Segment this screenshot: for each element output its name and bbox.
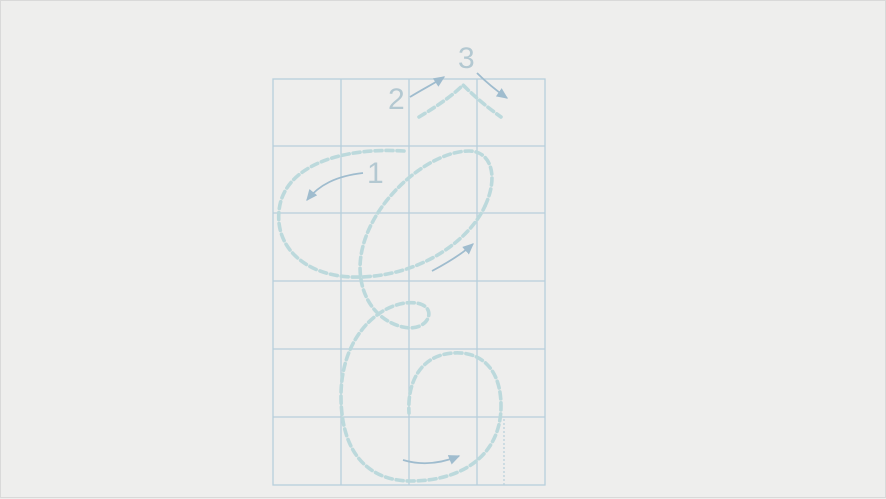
arrow-stroke-3-icon — [476, 72, 509, 99]
stroke-number-3: 3 — [458, 42, 475, 75]
arrow-curve-right-icon — [431, 243, 474, 272]
stroke-number-1: 1 — [367, 157, 384, 190]
letter-trace-strokes — [277, 82, 503, 483]
trace-stroke-2 — [339, 149, 503, 483]
practice-grid — [272, 78, 546, 486]
direction-arrows — [306, 72, 509, 465]
arrow-bottom-icon — [402, 455, 461, 465]
trace-stroke-1 — [277, 148, 487, 279]
stroke-number-2: 2 — [388, 83, 405, 116]
trace-stroke-3 — [417, 82, 503, 119]
arrow-stroke-1-icon — [306, 172, 364, 201]
arrow-stroke-2-up-icon — [409, 76, 446, 98]
